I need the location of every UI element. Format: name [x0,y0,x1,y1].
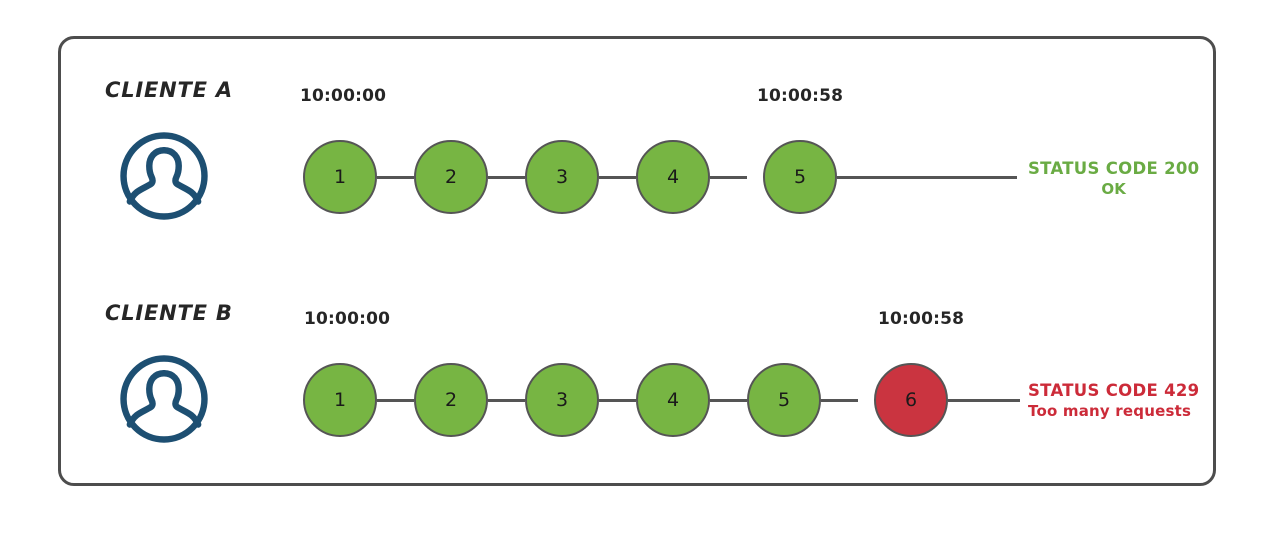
request-node[interactable]: 3 [525,363,599,437]
row-a-status-code: STATUS CODE 200 OK [1028,158,1199,200]
connector [599,399,636,402]
connector [710,399,747,402]
client-a-label: CLIENTE A [105,78,233,102]
client-b-label: CLIENTE B [105,301,233,325]
request-node[interactable]: 4 [636,363,710,437]
row-a-start-timestamp: 10:00:00 [300,86,387,106]
user-avatar-icon [118,353,210,445]
request-node[interactable]: 1 [303,140,377,214]
connector [821,399,858,402]
row-a-end-timestamp: 10:00:58 [757,86,844,106]
request-node[interactable]: 2 [414,363,488,437]
user-avatar-icon [118,130,210,222]
status-message-line: OK [1101,179,1127,198]
connector [488,399,525,402]
row-a-status-connector [837,176,1017,179]
request-node[interactable]: 4 [636,140,710,214]
connector [710,176,747,179]
request-node[interactable]: 5 [747,363,821,437]
connector [488,176,525,179]
status-message-line: Too many requests [1028,401,1192,420]
row-b-status-code: STATUS CODE 429 Too many requests [1028,380,1199,422]
connector [377,176,414,179]
status-code-line: STATUS CODE 429 [1028,381,1200,400]
request-node[interactable]: 5 [763,140,837,214]
connector [599,176,636,179]
row-b-status-connector [948,399,1020,402]
request-node[interactable]: 1 [303,363,377,437]
row-b-end-timestamp: 10:00:58 [878,309,965,329]
connector [377,399,414,402]
request-node[interactable]: 3 [525,140,599,214]
row-b-start-timestamp: 10:00:00 [304,309,391,329]
status-code-line: STATUS CODE 200 [1028,159,1200,178]
request-node-rate-limited[interactable]: 6 [874,363,948,437]
request-node[interactable]: 2 [414,140,488,214]
